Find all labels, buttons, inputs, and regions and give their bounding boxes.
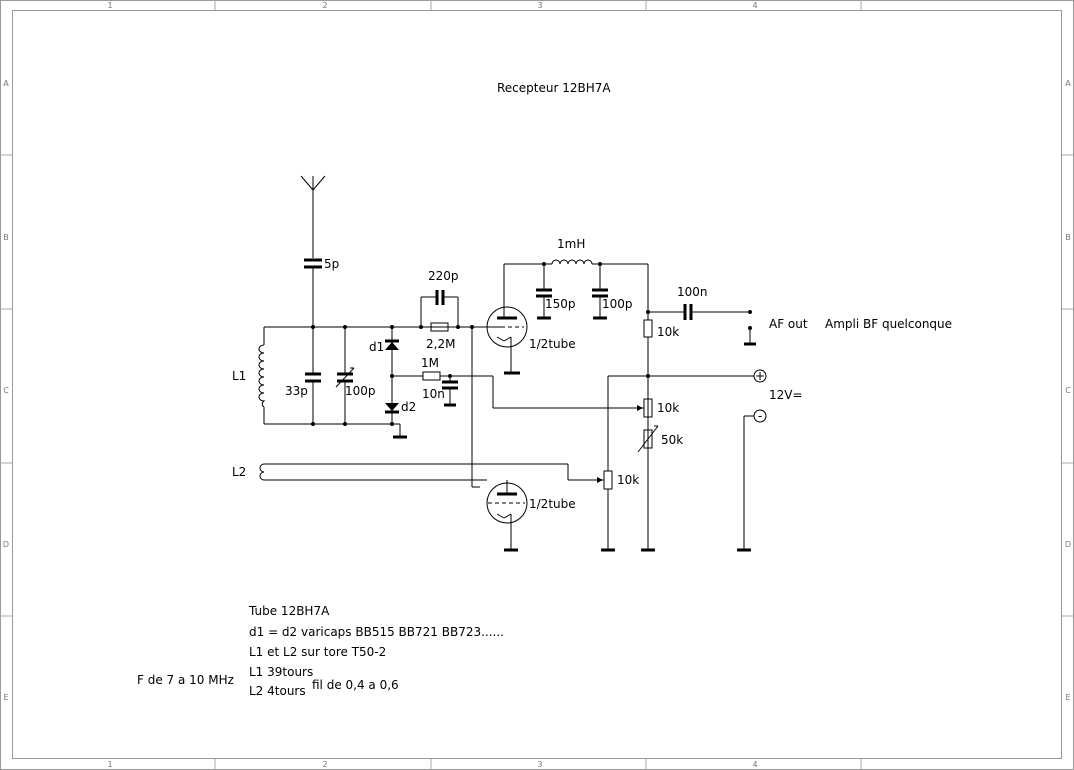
label-100n: 100n — [677, 285, 708, 299]
frame-col-1-bottom: 1 — [107, 760, 112, 769]
label-af-out: AF out — [769, 317, 808, 331]
antenna-symbol — [300, 175, 326, 258]
label-tube-top: 1/2tube — [529, 337, 576, 351]
coil-l1 — [258, 344, 266, 408]
label-10n: 10n — [422, 387, 445, 401]
resistor-2m2 — [430, 322, 449, 332]
label-d1: d1 — [369, 340, 384, 354]
label-2m2: 2,2M — [426, 337, 455, 351]
note-wire: fil de 0,4 a 0,6 — [312, 678, 399, 692]
label-12v: 12V= — [769, 388, 803, 402]
frame-row-c-left: C — [3, 386, 9, 395]
varicap-d2 — [385, 403, 399, 424]
triode-top — [471, 264, 528, 487]
frame-col-2-bottom: 2 — [322, 760, 327, 769]
variable-capacitor-100p — [335, 327, 355, 424]
frame-row-c-right: C — [1065, 386, 1071, 395]
note-l2-turns: L2 4tours — [249, 684, 306, 698]
note-tore: L1 et L2 sur tore T50-2 — [249, 645, 386, 659]
label-1mh: 1mH — [557, 237, 585, 251]
frame-col-2-top: 2 — [322, 1, 327, 10]
label-1m: 1M — [421, 356, 439, 370]
note-frequency: F de 7 a 10 MHz — [137, 673, 234, 687]
label-5p: 5p — [324, 257, 339, 271]
trimmer-50k — [637, 425, 659, 453]
frame-row-a-right: A — [1065, 79, 1071, 88]
plus-terminal: + — [753, 369, 767, 383]
label-l1: L1 — [232, 369, 246, 383]
resistor-10k-load — [643, 264, 653, 550]
frame-col-4-bottom: 4 — [752, 760, 757, 769]
frame-col-1-top: 1 — [107, 1, 112, 10]
capacitor-10n — [442, 376, 458, 407]
label-50k: 50k — [661, 433, 683, 447]
varicap-d1 — [385, 327, 399, 403]
capacitor-5p — [304, 258, 322, 327]
frame-col-3-bottom: 3 — [537, 760, 542, 769]
label-d2: d2 — [401, 400, 416, 414]
schematic-title: Recepteur 12BH7A — [497, 81, 611, 95]
capacitor-220p — [420, 290, 459, 327]
resistor-1m — [392, 371, 493, 381]
label-150p: 150p — [545, 297, 576, 311]
minus-terminal: - — [737, 409, 767, 552]
label-220p: 220p — [428, 269, 459, 283]
label-100p-plate: 100p — [602, 297, 633, 311]
main-bus-wire — [263, 326, 504, 425]
label-tube-bottom: 1/2tube — [529, 497, 576, 511]
label-100p-var: 100p — [345, 384, 376, 398]
frame-col-3-top: 3 — [537, 1, 542, 10]
plus-sign: + — [755, 369, 765, 383]
coil-l2 — [259, 463, 569, 481]
frame-row-e-right: E — [1065, 693, 1070, 702]
af-out-terminal — [744, 328, 756, 346]
label-10k-regen: 10k — [617, 473, 639, 487]
frame-row-e-left: E — [3, 693, 8, 702]
capacitor-150p — [536, 264, 552, 320]
label-33p: 33p — [285, 384, 308, 398]
frame-row-b-left: B — [3, 233, 9, 242]
junction-dots — [311, 262, 752, 426]
potentiometer-10k-regen — [568, 376, 615, 552]
frame-row-d-left: D — [3, 540, 9, 549]
label-10k-load: 10k — [657, 325, 679, 339]
note-tube: Tube 12BH7A — [248, 604, 330, 618]
label-l2: L2 — [232, 465, 246, 479]
minus-sign: - — [758, 409, 762, 423]
capacitor-100n — [648, 304, 750, 320]
label-ampli-bf: Ampli BF quelconque — [825, 317, 952, 331]
note-varicaps: d1 = d2 varicaps BB515 BB721 BB723...... — [249, 625, 504, 639]
capacitor-33p — [305, 327, 321, 424]
frame-row-b-right: B — [1065, 233, 1071, 242]
capacitor-100p-plate — [592, 264, 608, 320]
frame-row-a-left: A — [3, 79, 9, 88]
triode-bottom — [472, 480, 528, 552]
potentiometer-10k-tuning — [637, 398, 653, 418]
frame-row-d-right: D — [1065, 540, 1071, 549]
ground-l1-tank — [392, 423, 407, 439]
frame-col-4-top: 4 — [752, 1, 757, 10]
label-10k-tuning: 10k — [657, 401, 679, 415]
note-l1-turns: L1 39tours — [249, 665, 313, 679]
